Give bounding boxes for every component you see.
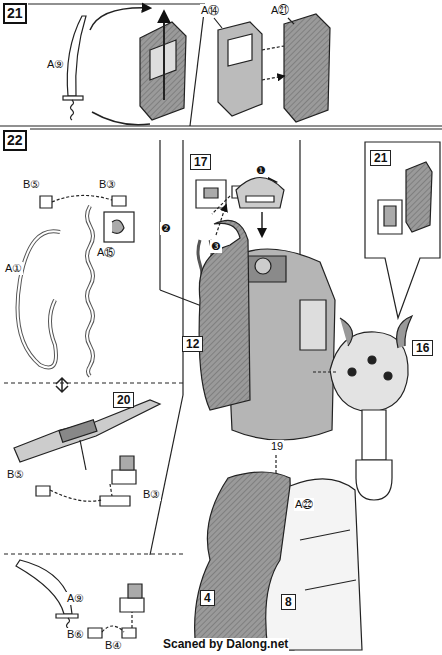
callout-number: 17 <box>194 155 207 169</box>
part-label: B⑤ <box>6 468 25 481</box>
part-callout-box: 20 <box>113 392 134 408</box>
callout-number: 22 <box>7 132 23 148</box>
part-label: A⑨ <box>46 58 65 71</box>
part-label: B③ <box>142 488 161 501</box>
part-label: 19 <box>270 440 284 453</box>
part-label: ❸ <box>210 240 222 253</box>
callout-number: 4 <box>204 591 211 605</box>
part-label: A① <box>4 262 23 275</box>
part-label: A㉒ <box>294 498 314 511</box>
part-callout-box: 16 <box>412 340 433 356</box>
part-label: B③ <box>98 178 117 191</box>
callout-number: 8 <box>285 595 292 609</box>
part-callout-box: 21 <box>370 150 391 166</box>
callout-number: 16 <box>416 341 429 355</box>
callout-number: 20 <box>117 393 130 407</box>
part-label: A⑨ <box>66 592 85 605</box>
callout-number: 12 <box>186 337 199 351</box>
part-callout-box: 17 <box>190 154 211 170</box>
step-number: 21 <box>3 3 27 24</box>
part-label: B⑤ <box>22 178 41 191</box>
part-label: B④ <box>104 639 123 652</box>
part-label: A⑮ <box>96 246 116 259</box>
part-callout-box: 8 <box>281 594 296 610</box>
part-label: A⑭ <box>200 4 220 17</box>
callout-number: 21 <box>7 5 23 21</box>
part-callout-box: 4 <box>200 590 215 606</box>
part-label: ❶ <box>255 164 267 177</box>
callout-number: 21 <box>374 151 387 165</box>
part-callout-box: 12 <box>182 336 203 352</box>
part-label: ❷ <box>160 222 172 235</box>
watermark: Scaned by Dalong.net <box>162 638 289 651</box>
step-number: 22 <box>3 130 27 151</box>
part-label: B⑥ <box>66 628 85 641</box>
part-label: A㉑ <box>270 4 290 17</box>
